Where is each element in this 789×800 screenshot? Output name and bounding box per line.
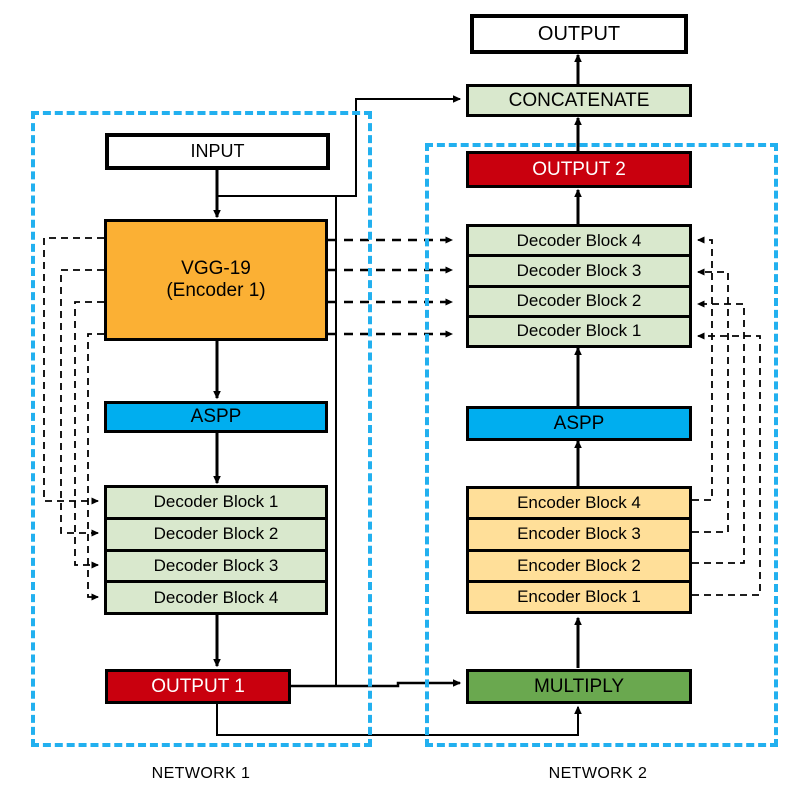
decoder-right-block-3[interactable]: Decoder Block 3 <box>469 254 689 284</box>
decoder-stack-left: Decoder Block 1 Decoder Block 2 Decoder … <box>104 485 328 615</box>
decoder-left-block-3[interactable]: Decoder Block 3 <box>107 548 325 581</box>
decoder-stack-right: Decoder Block 4 Decoder Block 3 Decoder … <box>466 224 692 348</box>
output-1-node[interactable]: OUTPUT 1 <box>105 669 291 704</box>
network-1-boundary <box>31 111 372 747</box>
multiply-node[interactable]: MULTIPLY <box>466 669 692 704</box>
concatenate-node[interactable]: CONCATENATE <box>466 84 692 117</box>
aspp-left-node[interactable]: ASPP <box>104 401 328 433</box>
vgg19-encoder-node[interactable]: VGG-19 (Encoder 1) <box>104 219 328 341</box>
encoder-right-block-3[interactable]: Encoder Block 3 <box>469 517 689 548</box>
encoder-stack-right: Encoder Block 4 Encoder Block 3 Encoder … <box>466 486 692 614</box>
encoder-right-block-2[interactable]: Encoder Block 2 <box>469 548 689 580</box>
decoder-right-block-2[interactable]: Decoder Block 2 <box>469 284 689 315</box>
input-node[interactable]: INPUT <box>105 133 330 170</box>
decoder-left-block-2[interactable]: Decoder Block 2 <box>107 516 325 549</box>
network-1-label: NETWORK 1 <box>151 765 251 782</box>
output-node[interactable]: OUTPUT <box>470 14 688 54</box>
aspp-right-node[interactable]: ASPP <box>466 406 692 441</box>
decoder-left-block-1[interactable]: Decoder Block 1 <box>153 492 279 512</box>
decoder-left-block-4[interactable]: Decoder Block 4 <box>107 580 325 612</box>
decoder-right-block-1[interactable]: Decoder Block 1 <box>469 314 689 345</box>
network-2-label: NETWORK 2 <box>548 765 648 782</box>
encoder-right-block-1[interactable]: Encoder Block 1 <box>469 579 689 611</box>
output-2-node[interactable]: OUTPUT 2 <box>466 151 692 188</box>
encoder-right-block-4[interactable]: Encoder Block 4 <box>517 493 641 513</box>
network-2-boundary <box>425 143 778 747</box>
decoder-right-block-4[interactable]: Decoder Block 4 <box>516 230 642 250</box>
